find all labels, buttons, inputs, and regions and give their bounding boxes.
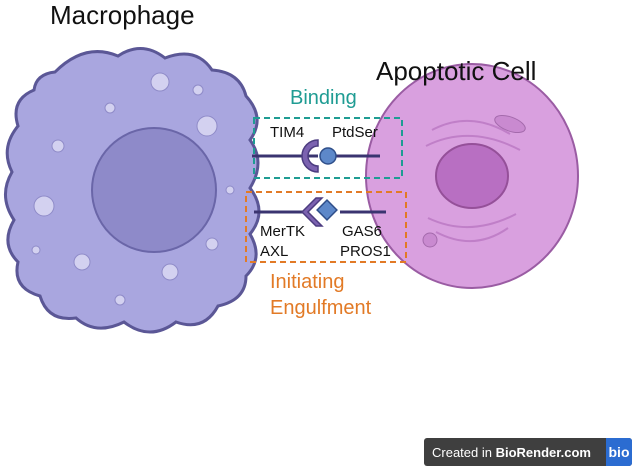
macrophage-label: Macrophage xyxy=(50,0,195,30)
biorender-badge[interactable]: Created in BioRender.com bio xyxy=(424,438,632,466)
ptdser-label: PtdSer xyxy=(332,124,378,141)
initiating-label: Initiating xyxy=(270,271,345,293)
pros1-label: PROS1 xyxy=(340,243,391,260)
apoptotic-nucleus xyxy=(435,143,509,209)
macrophage-nucleus xyxy=(91,127,217,253)
biorender-logo-icon: bio xyxy=(606,438,632,466)
apoptotic-cell-label: Apoptotic Cell xyxy=(376,56,537,86)
mertk-label: MerTK xyxy=(260,223,305,240)
macrophage-vesicles xyxy=(31,72,235,306)
organelle xyxy=(494,114,526,134)
gas6-ligand-shape xyxy=(316,199,338,221)
gas6-label: GAS6 xyxy=(342,223,383,240)
engulfment-box xyxy=(245,191,407,263)
binding-interaction xyxy=(252,139,380,173)
tim4-receptor-shape xyxy=(301,139,319,173)
tim4-label: TIM4 xyxy=(270,124,305,141)
mertk-receptor-shape xyxy=(300,197,324,227)
badge-brand: BioRender.com xyxy=(495,444,591,460)
engulfment-label: Engulfment xyxy=(270,297,372,319)
badge-prefix: Created in xyxy=(432,444,496,460)
engulfment-interaction xyxy=(254,197,386,227)
binding-box xyxy=(253,117,403,179)
badge-text: Created in BioRender.com xyxy=(424,445,606,460)
binding-label: Binding xyxy=(290,87,357,109)
organelle xyxy=(422,232,438,248)
ptdser-ligand-shape xyxy=(319,147,337,165)
axl-label: AXL xyxy=(260,243,289,260)
apoptotic-cell xyxy=(365,63,579,289)
